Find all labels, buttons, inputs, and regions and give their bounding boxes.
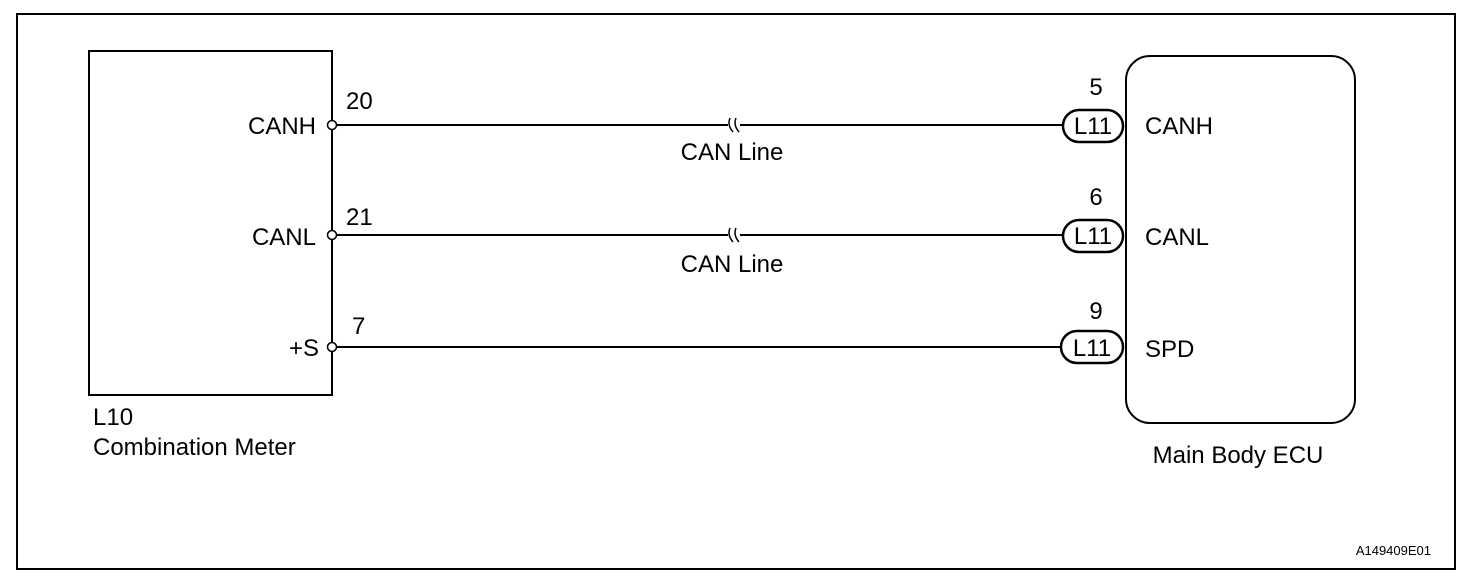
connector-label-canl: L11 bbox=[1074, 223, 1112, 250]
wire-label-canl: CAN Line bbox=[681, 251, 784, 278]
figure-code: A149409E01 bbox=[1356, 543, 1431, 558]
meter-name: Combination Meter bbox=[93, 434, 296, 461]
pin-terminal-s bbox=[326, 341, 338, 353]
ecu-pin-label-spd: SPD bbox=[1145, 336, 1194, 363]
pin-terminal-canh bbox=[326, 119, 338, 131]
connector-label-canh: L11 bbox=[1074, 113, 1112, 140]
meter-pin-label-s: +S bbox=[289, 335, 319, 362]
connector-label-spd: L11 bbox=[1073, 335, 1111, 362]
connector-tag-canl bbox=[1061, 218, 1125, 254]
ecu-pin-number-canl: 6 bbox=[1089, 184, 1102, 211]
ecu-pin-label-canl: CANL bbox=[1145, 224, 1209, 251]
ecu-pin-number-canh: 5 bbox=[1089, 74, 1102, 101]
meter-pin-number-canh: 20 bbox=[346, 88, 373, 115]
meter-pin-number-canl: 21 bbox=[346, 204, 373, 231]
ecu-pin-label-canh: CANH bbox=[1145, 113, 1213, 140]
wire-label-canh: CAN Line bbox=[681, 139, 784, 166]
pin-terminal-canl bbox=[326, 229, 338, 241]
connector-tag-spd bbox=[1059, 329, 1125, 365]
meter-pin-label-canl: CANL bbox=[252, 224, 316, 251]
wire-speed bbox=[326, 329, 1125, 365]
diagram-frame bbox=[16, 13, 1456, 570]
wire-canl bbox=[326, 218, 1125, 254]
meter-code: L10 bbox=[93, 404, 133, 431]
combination-meter-box bbox=[88, 50, 333, 396]
wire-canh bbox=[326, 108, 1125, 144]
connector-tag-canh bbox=[1061, 108, 1125, 144]
ecu-name: Main Body ECU bbox=[1153, 442, 1324, 469]
meter-pin-number-s: 7 bbox=[352, 313, 365, 340]
wire-break-symbol bbox=[728, 227, 740, 243]
meter-pin-label-canh: CANH bbox=[248, 113, 316, 140]
wire-break-symbol bbox=[728, 117, 740, 133]
main-body-ecu-box bbox=[1125, 55, 1356, 424]
ecu-pin-number-spd: 9 bbox=[1089, 298, 1102, 325]
